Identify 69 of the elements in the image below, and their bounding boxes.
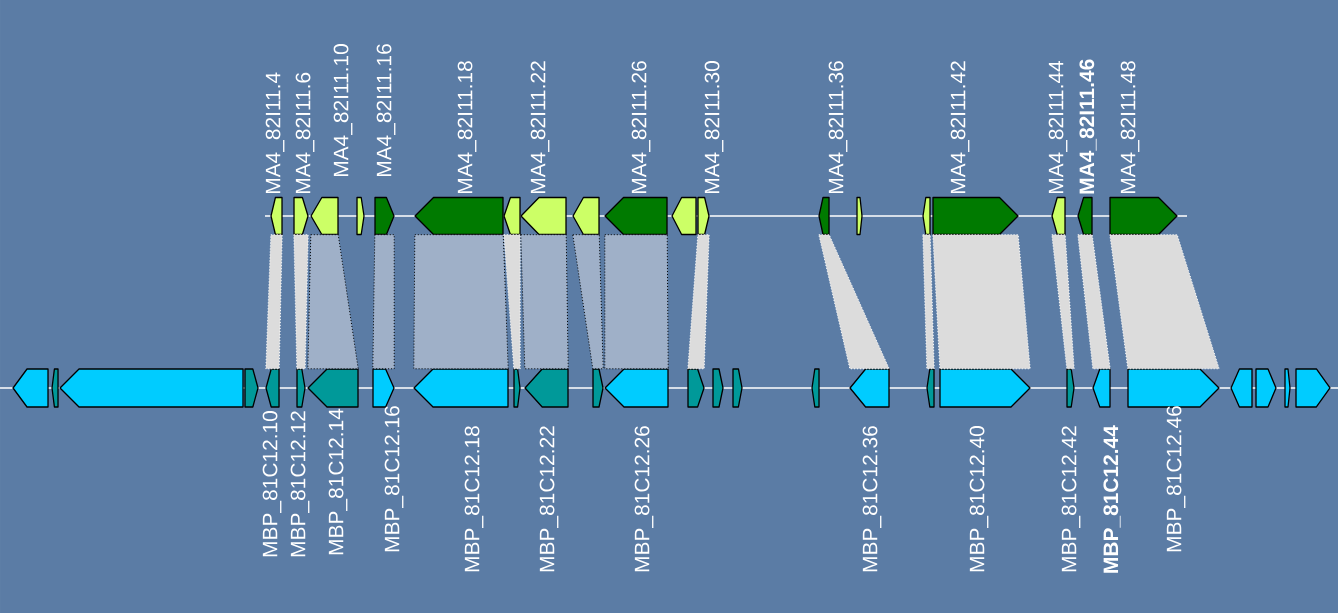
gene-label: MA4_82I11.4 [265,72,285,194]
gene-block [296,368,306,408]
gene-block [926,368,935,408]
gene-label: MBP_81C12.36 [862,426,882,572]
gene-block [1295,368,1331,408]
gene-label: MA4_82I11.22 [530,61,550,194]
homology-band [1051,234,1075,370]
gene-block [1230,368,1253,408]
gene-block [310,196,339,236]
gene-block [1066,368,1075,408]
homology-band [265,234,283,370]
gene-block [856,196,863,236]
gene-label: MA4_82I11.30 [704,61,724,194]
gene-block [372,368,395,408]
homology-band [1077,234,1111,370]
gene-label: MBP_81C12.16 [384,406,404,552]
gene-block [513,368,521,408]
gene-block [59,368,244,408]
gene-label: MBP_81C12.18 [464,426,484,572]
homology-band [922,234,935,370]
gene-block [712,368,724,408]
gene-label: MA4_82I11.48 [1120,61,1140,194]
gene-label: MA4_82I11.6 [295,72,315,194]
gene-block [270,196,283,236]
homology-band [307,234,359,370]
gene-label: MA4_82I11.46 [1079,59,1097,194]
homology-band [413,234,509,370]
gene-block [356,196,365,236]
gene-label: MBP_81C12.22 [539,426,559,572]
gene-label: MA4_82I11.26 [631,61,651,194]
gene-block [374,196,395,236]
homology-band [520,234,569,370]
gene-block [732,368,743,408]
gene-block [592,368,604,408]
gene-block [604,368,669,408]
gene-label: MA4_82I11.36 [828,61,848,194]
homology-band [1109,234,1220,370]
gene-label: MBP_81C12.12 [290,411,310,557]
gene-block [1255,368,1277,408]
gene-block [922,196,931,236]
gene-block [51,368,59,408]
gene-label: MBP_81C12.42 [1061,426,1081,572]
homology-band [293,234,309,370]
gene-block [524,368,569,408]
homology-band [818,234,890,370]
gene-label: MA4_82I11.18 [457,61,477,194]
homology-band [572,234,604,370]
gene-block [849,368,890,408]
gene-label: MBP_81C12.44 [1103,425,1121,573]
gene-block [697,196,710,236]
gene-block [1092,368,1111,408]
gene-label: MBP_81C12.46 [1166,406,1186,552]
gene-block [818,196,830,236]
gene-label: MA4_82I11.10 [333,44,353,177]
gene-block [811,368,820,408]
homology-band [687,234,710,370]
gene-label: MBP_81C12.14 [328,408,348,555]
gene-label: MBP_81C12.10 [262,411,282,557]
gene-label: MA4_82I11.42 [950,61,970,194]
gene-block [1051,196,1066,236]
homology-band [503,234,521,370]
gene-label: MA4_82I11.16 [376,44,396,177]
gene-block [1284,368,1291,408]
gene-label: MBP_81C12.26 [634,426,654,572]
gene-label: MBP_81C12.40 [969,426,989,572]
gene-block [12,368,49,408]
gene-label: MA4_82I11.44 [1048,60,1068,194]
gene-block [572,196,600,236]
homology-band [604,234,669,370]
